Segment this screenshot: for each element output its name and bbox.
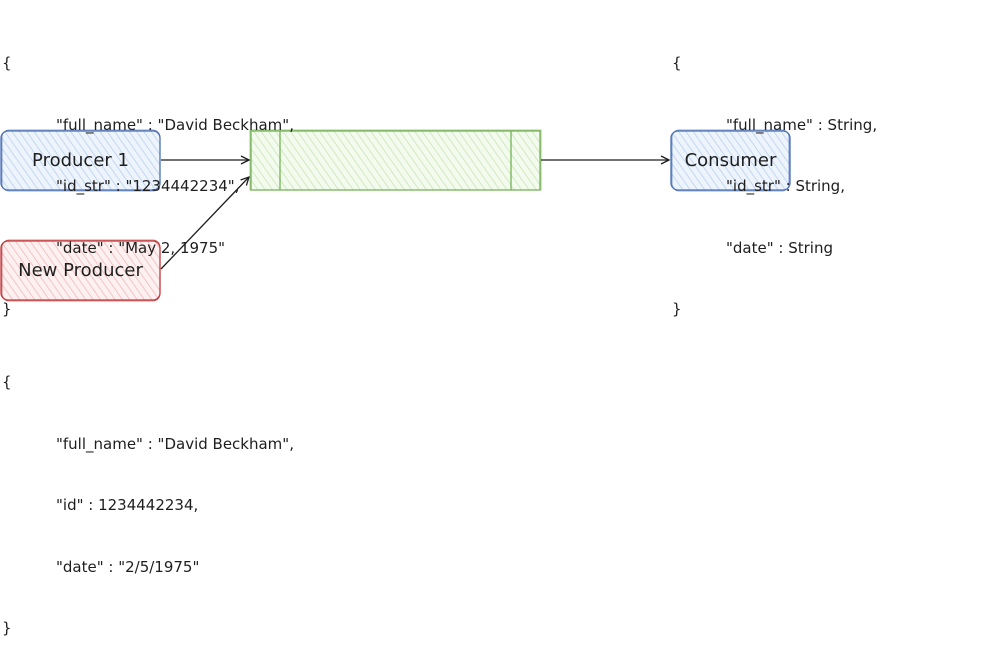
brace-close: } — [2, 300, 12, 318]
producer-1-node: Producer 1 — [1, 131, 160, 190]
arrow-newproducer-to-queue — [160, 177, 249, 270]
consumer-shape — [670, 130, 791, 191]
producer-payload-json: { "full_name" : "David Beckham", "id_str… — [2, 12, 294, 340]
diagram-canvas — [0, 129, 791, 302]
consumer-node: Consumer — [671, 131, 790, 190]
new-producer-payload-json: { "full_name" : "David Beckham", "id" : … — [2, 331, 294, 659]
producer-1-label: Producer 1 — [32, 150, 129, 171]
new-producer-node: New Producer — [1, 241, 160, 300]
brace-open: { — [2, 54, 12, 72]
consumer-label: Consumer — [684, 150, 777, 171]
consumer-schema-json: { "full_name" : String, "id_str" : Strin… — [672, 12, 877, 340]
brace-close: } — [2, 619, 12, 637]
payload-line: "id_str" : "1234442234", — [56, 177, 240, 195]
schema-line: "date" : String — [726, 238, 833, 257]
brace-open: { — [672, 54, 682, 72]
brace-close: } — [672, 300, 682, 318]
payload-line: "date" : "May 2, 1975" — [56, 238, 226, 257]
new-producer-label: New Producer — [18, 260, 143, 281]
payload-line: "full_name" : "David Beckham", — [56, 434, 294, 453]
brace-open: { — [2, 373, 12, 391]
message-queue — [249, 129, 542, 191]
payload-line: "id" : 1234442234, — [56, 496, 199, 514]
payload-line: "full_name" : "David Beckham", — [56, 115, 294, 134]
schema-line: "id_str" : String, — [726, 177, 845, 195]
schema-line: "full_name" : String, — [726, 115, 878, 134]
payload-line: "date" : "2/5/1975" — [56, 557, 200, 576]
